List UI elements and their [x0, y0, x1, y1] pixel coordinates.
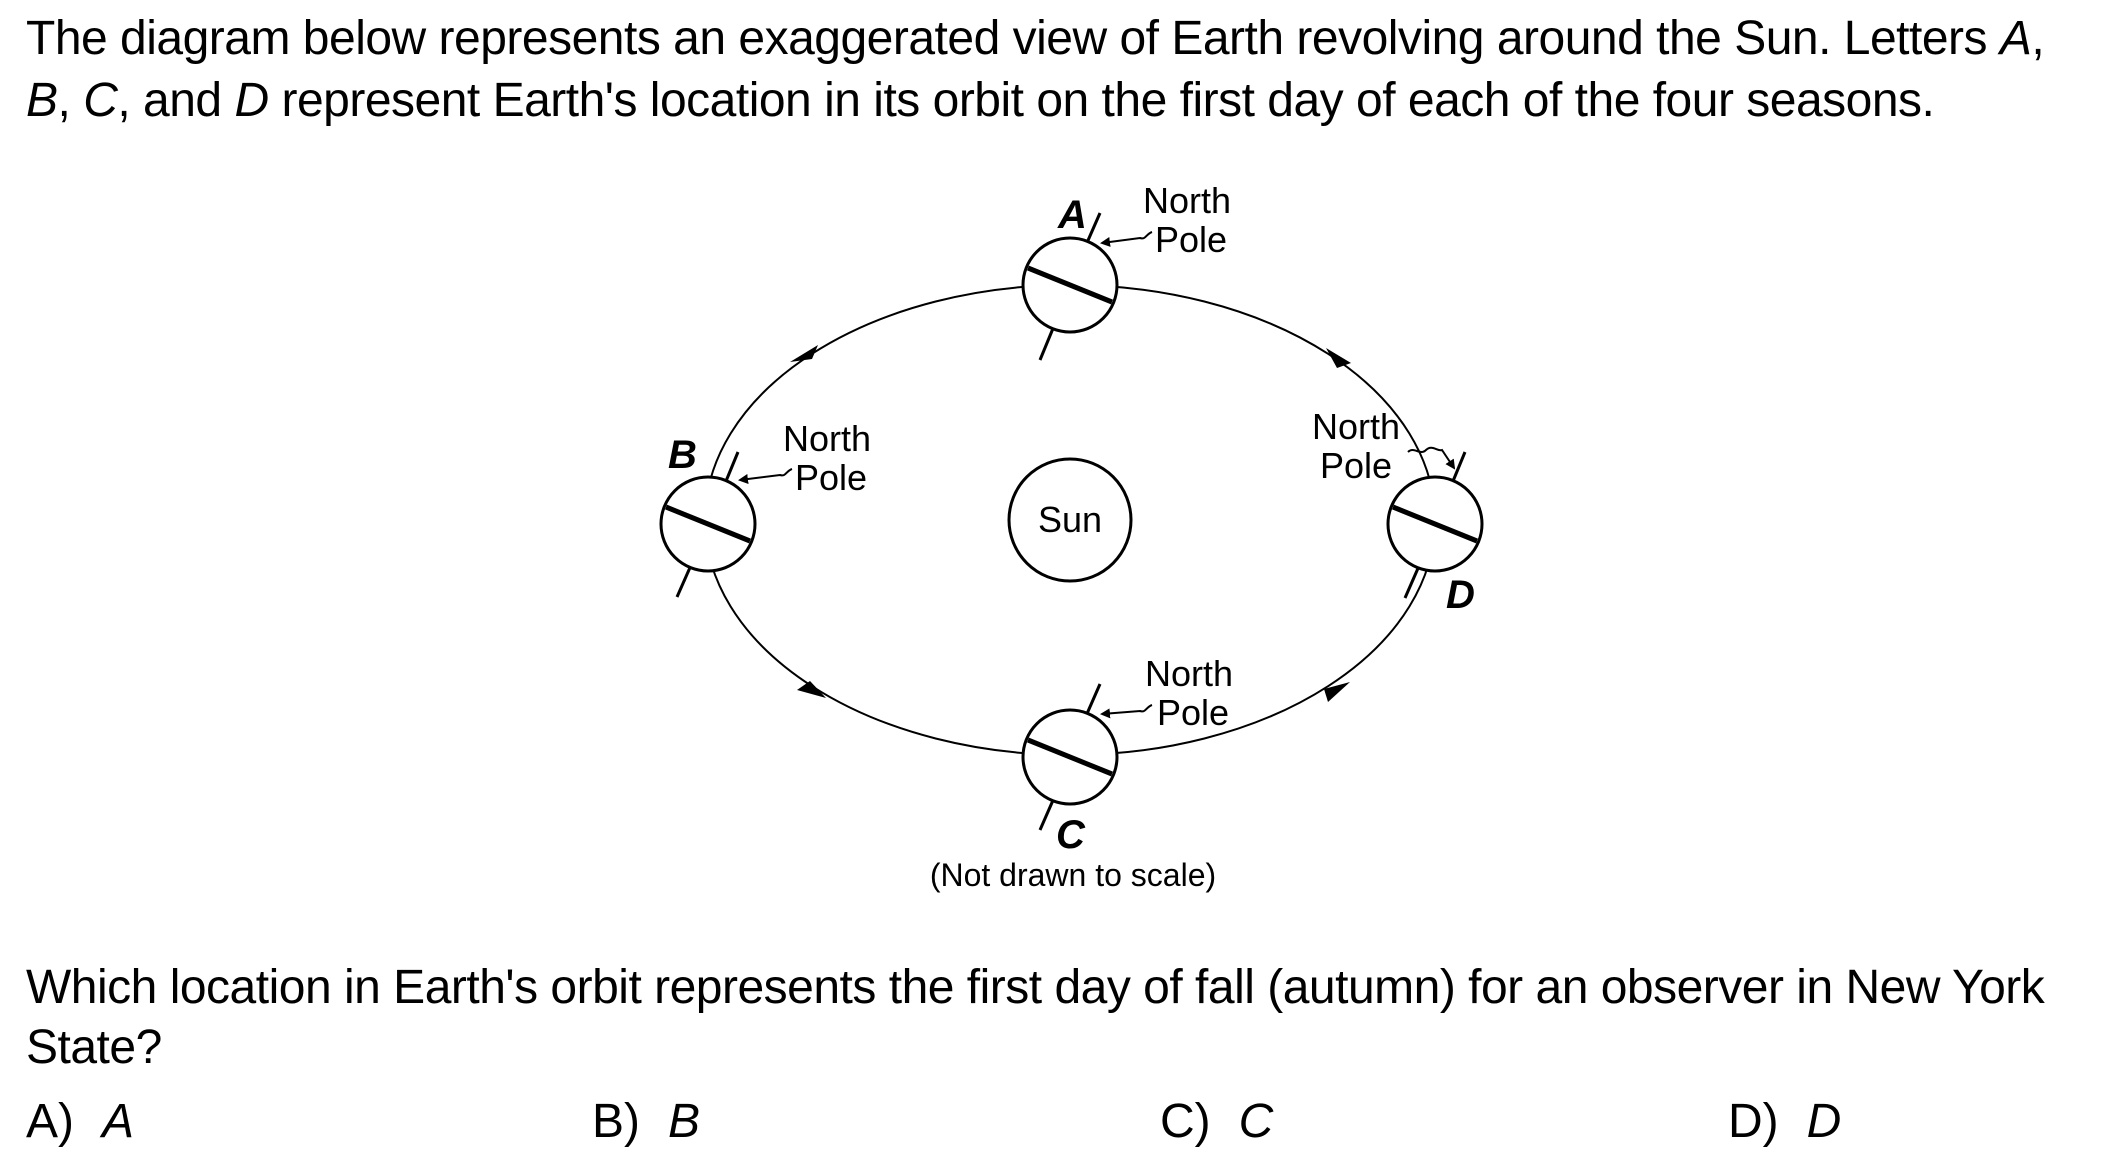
choice-c[interactable]: C) C [1160, 1092, 1273, 1152]
earth-d-pole-label-line1: North [1312, 406, 1400, 447]
earth-b-pole-label-line1: North [783, 418, 871, 459]
earth-d-pole-pointer [1407, 446, 1456, 470]
earth-a-pole-label-line2: Pole [1155, 219, 1227, 260]
question-text: Which location in Earth's orbit represen… [26, 961, 2045, 1074]
choice-b-text: B [668, 1095, 701, 1148]
orbit-arrow-upper-right [1326, 348, 1351, 368]
earth-c-pole-label-line2: Pole [1157, 692, 1229, 733]
intro-sep2: , [57, 74, 84, 127]
choice-c-label: C) [1160, 1095, 1211, 1148]
earth-a-equator [1027, 265, 1113, 305]
earth-d-equator [1392, 504, 1478, 544]
earth-c: C North Pole (Not drawn to scale) [930, 653, 1233, 893]
choice-a-label: A) [26, 1095, 74, 1148]
choice-d-text: D [1806, 1095, 1842, 1148]
intro-sep3: , and [117, 74, 235, 127]
earth-c-letter: C [1056, 813, 1086, 857]
orbit-direction-arrows [790, 345, 1351, 702]
intro-letter-d: D [234, 74, 269, 127]
earth-a-pole-pointer [1100, 231, 1153, 247]
intro-part1: The diagram below represents an exaggera… [26, 12, 2000, 65]
earth-b-pole-label-line2: Pole [795, 457, 867, 498]
intro-part2: represent Earth's location in its orbit … [268, 74, 1935, 127]
earth-d-letter: D [1446, 573, 1475, 617]
earth-a-axis-south [1038, 325, 1056, 361]
earth-c-pole-pointer [1100, 704, 1153, 719]
earth-d-axis-south [1403, 565, 1421, 599]
sun-label: Sun [1038, 499, 1102, 540]
earth-a-letter: A [1057, 193, 1087, 237]
earth-b: B North Pole [659, 418, 871, 598]
intro-letter-a: A [1999, 12, 2032, 65]
choice-a[interactable]: A) A [26, 1092, 134, 1152]
choice-b-label: B) [592, 1095, 640, 1148]
choice-d-label: D) [1728, 1095, 1779, 1148]
earth-a-pole-label-line1: North [1143, 180, 1231, 221]
intro-letter-c: C [83, 74, 118, 127]
orbit-arrow-upper-left [790, 345, 818, 362]
intro-sep1: , [2031, 12, 2045, 65]
intro-letter-b: B [26, 74, 58, 127]
earth-a-axis-north [1084, 212, 1102, 246]
sun: Sun [1007, 457, 1133, 583]
orbit-arrow-lower-right [1324, 682, 1350, 702]
earth-c-pole-label-line1: North [1145, 653, 1233, 694]
earth-b-equator [665, 504, 751, 544]
earth-c-axis-south [1038, 797, 1056, 831]
sun-circle [1007, 457, 1133, 583]
earth-d-pole-label-line2: Pole [1320, 445, 1392, 486]
earth-a: A North Pole [1021, 180, 1231, 361]
choice-a-text: A [102, 1095, 135, 1148]
earth-d: D North Pole [1312, 406, 1484, 617]
not-to-scale-note: (Not drawn to scale) [930, 857, 1216, 893]
earth-b-pole-pointer [738, 468, 793, 484]
orbit-diagram: Sun A North Pole B North Pole C North Po… [659, 180, 1484, 893]
orbit-arrow-lower-left [797, 681, 826, 698]
earth-c-axis-north [1084, 683, 1102, 717]
earth-b-letter: B [668, 433, 697, 477]
choice-c-text: C [1238, 1095, 1274, 1148]
intro-text: The diagram below represents an exaggera… [26, 8, 2096, 132]
choice-b[interactable]: B) B [592, 1092, 700, 1152]
earth-c-equator [1027, 737, 1113, 777]
choice-d[interactable]: D) D [1728, 1092, 1841, 1152]
